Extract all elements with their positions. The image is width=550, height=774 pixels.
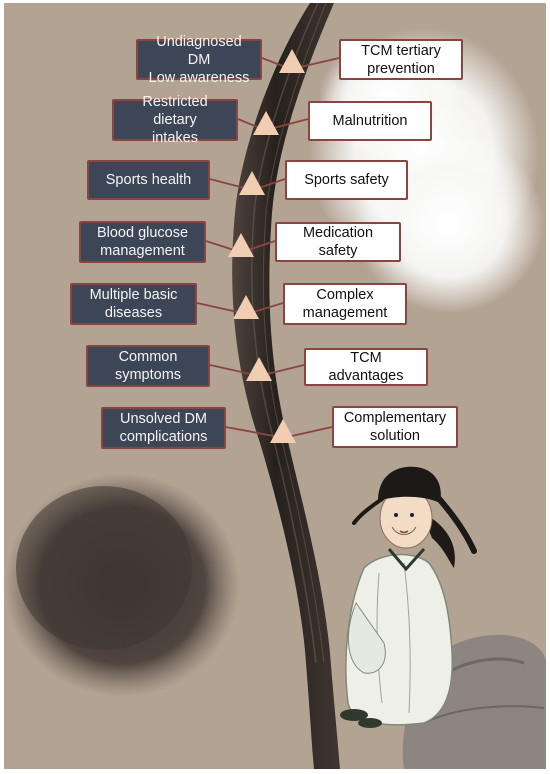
left-box-label: Restricted dietary intakes xyxy=(142,94,208,146)
left-box-label: Undiagnosed DM Low awareness xyxy=(148,33,250,86)
right-box-complementary-solution: Complementary solution xyxy=(332,406,458,448)
scholar-figure xyxy=(340,466,477,728)
left-box-sports-health: Sports health xyxy=(87,160,210,200)
left-box-label: Sports health xyxy=(105,172,192,188)
diagram-canvas: Undiagnosed DM Low awareness TCM tertiar… xyxy=(4,3,546,769)
milestone-triangle xyxy=(233,295,259,319)
right-box-complex-management: Complex management xyxy=(283,283,407,325)
right-box-tcm-tertiary-prevention: TCM tertiary prevention xyxy=(339,39,463,80)
connector-line-left xyxy=(196,302,243,314)
connector-line-right xyxy=(244,240,276,252)
connector-line-left xyxy=(209,178,249,190)
right-box-label: Sports safety xyxy=(304,172,389,188)
connector-line-right xyxy=(295,57,340,69)
ink-artwork xyxy=(4,3,546,769)
connectors xyxy=(196,49,340,443)
right-box-sports-safety: Sports safety xyxy=(285,160,408,200)
left-box-label: Multiple basic diseases xyxy=(89,287,178,321)
right-box-label: Complex management xyxy=(302,287,388,321)
right-box-label: Malnutrition xyxy=(332,113,408,129)
milestone-triangle xyxy=(239,171,265,195)
left-box-label: Blood glucose management xyxy=(96,225,189,259)
connector-line-left xyxy=(205,240,238,252)
connector-line-left xyxy=(225,426,280,438)
left-box-blood-glucose-management: Blood glucose management xyxy=(79,221,206,263)
milestone-triangle xyxy=(279,49,305,73)
ink-blot xyxy=(4,473,240,697)
left-box-unsolved-dm-complications: Unsolved DM complications xyxy=(101,407,226,449)
left-box-label: Unsolved DM complications xyxy=(119,411,208,445)
milestone-triangle xyxy=(246,357,272,381)
left-box-restricted-dietary-intakes: Restricted dietary intakes xyxy=(112,94,238,146)
connector-line-left xyxy=(209,364,256,376)
right-box-label: TCM tertiary prevention xyxy=(361,42,441,77)
milestone-triangle xyxy=(253,111,279,135)
connector-line-right xyxy=(269,118,309,130)
right-box-medication-safety: Medication safety xyxy=(275,222,401,262)
connector-line-right xyxy=(286,426,333,438)
connector-line-right xyxy=(249,302,284,314)
right-box-tcm-advantages: TCM advantages xyxy=(304,348,428,386)
right-box-label: Complementary solution xyxy=(343,410,447,444)
connector-line-right xyxy=(262,364,305,376)
right-box-label: Medication safety xyxy=(302,225,374,259)
right-box-malnutrition: Malnutrition xyxy=(308,101,432,141)
left-box-common-symptoms: Common symptoms xyxy=(86,345,210,387)
milestone-triangle xyxy=(270,419,296,443)
left-box-undiagnosed-dm: Undiagnosed DM Low awareness xyxy=(136,34,262,86)
left-box-multiple-basic-diseases: Multiple basic diseases xyxy=(70,283,197,325)
milestone-triangle xyxy=(228,233,254,257)
left-box-label: Common symptoms xyxy=(114,349,182,383)
right-box-label: TCM advantages xyxy=(328,350,404,384)
